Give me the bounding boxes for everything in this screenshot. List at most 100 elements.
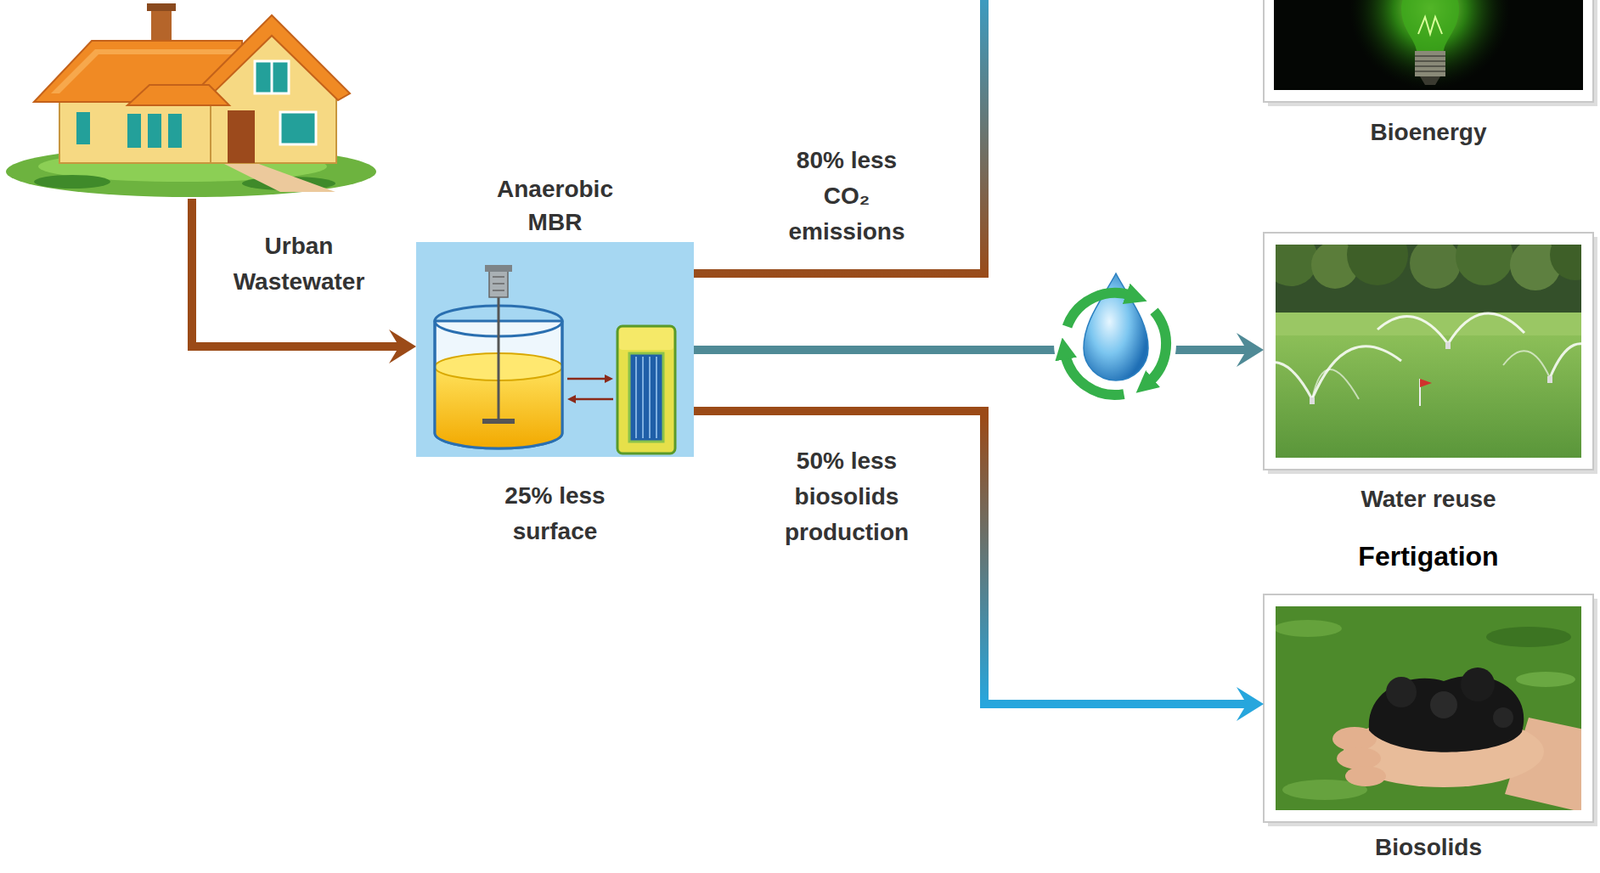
flow-connector xyxy=(693,0,1264,274)
reactor-illustration-part xyxy=(648,356,651,439)
recycle-icon-part xyxy=(1148,310,1167,384)
biosolids-photo-part-part xyxy=(1492,707,1514,728)
water-reuse-photo-part-part xyxy=(1419,378,1432,388)
biosolids-photo-part xyxy=(1263,594,1594,823)
biosolids-photo-part-part xyxy=(1275,619,1342,637)
biosolids-photo-part xyxy=(1267,598,1598,827)
water-reuse-photo-part-part xyxy=(1377,315,1448,344)
bioenergy-photo-part-part xyxy=(1419,76,1441,85)
reactor-illustration-part xyxy=(567,377,607,381)
reactor-illustration-part xyxy=(416,242,694,457)
biosolids-photo-part-part xyxy=(1486,626,1572,648)
bioenergy-photo-part-part xyxy=(1414,55,1446,57)
edge-label: 80% less CO₂ emissions xyxy=(774,142,919,250)
reactor-illustration-part xyxy=(567,394,576,404)
reactor-illustration-part xyxy=(642,356,644,439)
biosolids-photo-part-part xyxy=(1345,766,1386,787)
house-illustration-part xyxy=(280,112,316,145)
subtitle-text: Fertigation xyxy=(1263,539,1594,574)
biosolids-photo-part-part xyxy=(1385,676,1417,708)
edge-label: 50% less biosolids production xyxy=(774,443,919,551)
water-reuse-photo-part-part xyxy=(1346,244,1409,286)
water-reuse-photo-part-part xyxy=(1312,369,1359,400)
bioenergy-photo-part-part xyxy=(1401,0,1460,51)
bioenergy-photo-part-part xyxy=(1414,65,1446,68)
house-illustration-part xyxy=(168,113,182,148)
arrowhead xyxy=(1236,332,1264,367)
reactor-illustration-part xyxy=(619,327,674,350)
water-reuse-photo-part-part xyxy=(1309,397,1315,405)
reactor-illustration-part xyxy=(489,270,508,298)
water-reuse-photo xyxy=(1248,224,1600,474)
caption-stack: Biosolids xyxy=(1263,832,1594,862)
bioenergy-photo-part-part xyxy=(1349,0,1511,90)
water-reuse-photo-part-part xyxy=(1445,342,1451,350)
caption-stack: Water reuseFertigation xyxy=(1263,484,1594,574)
reactor-illustration-part xyxy=(635,356,637,439)
recycle-icon-part xyxy=(1064,352,1125,395)
house-illustration-part xyxy=(193,15,350,101)
caption-stack: 25% less surface xyxy=(483,478,628,550)
water-reuse-photo-part-part xyxy=(1549,244,1582,281)
bioenergy-photo-part-part xyxy=(1414,60,1446,62)
water-reuse-photo-part-part xyxy=(1547,376,1553,384)
house-illustration xyxy=(5,3,377,198)
water-reuse-photo-part-part xyxy=(1409,244,1461,289)
biosolids-photo-part-part xyxy=(1460,667,1495,702)
edge-label: Urban Wastewater xyxy=(222,228,376,300)
water-reuse-photo-part-part xyxy=(1549,343,1582,378)
house-illustration-part xyxy=(76,112,91,145)
connector-group xyxy=(191,0,1264,705)
biosolids-photo-part-part xyxy=(1369,676,1524,753)
reactor-box: Anaerobic MBR25% less surface xyxy=(416,242,694,457)
reactor-illustration xyxy=(416,242,694,457)
bioenergy-photo-part-part xyxy=(1414,50,1446,77)
house-illustration-part xyxy=(270,61,274,94)
flow-connector xyxy=(693,411,1249,705)
recycle-icon xyxy=(1053,273,1177,406)
water-reuse-photo-part xyxy=(1267,236,1598,474)
biosolids-photo-part xyxy=(1275,606,1582,811)
biosolids-photo-part-part xyxy=(1336,747,1381,770)
water-reuse-photo-part-part xyxy=(1275,335,1582,458)
node-caption: Anaerobic MBR xyxy=(483,172,628,239)
water-reuse-photo-part xyxy=(1275,244,1582,458)
photo-frame: Bioenergy xyxy=(1263,0,1594,102)
bioenergy-photo-part-part xyxy=(1418,16,1443,34)
reactor-illustration-part xyxy=(492,276,505,278)
bioenergy-photo-part-part xyxy=(1414,70,1446,73)
water-reuse-photo-part-part xyxy=(1312,346,1402,400)
arrowhead xyxy=(1236,687,1264,722)
arrowhead xyxy=(388,329,417,364)
reactor-illustration-part xyxy=(482,418,515,424)
water-reuse-photo-part-part xyxy=(1275,362,1313,400)
caption-stack: Bioenergy xyxy=(1263,117,1594,147)
reactor-illustration-part xyxy=(492,289,505,292)
house-illustration-part xyxy=(254,61,289,94)
house-illustration-part xyxy=(127,84,230,106)
reactor-illustration-part xyxy=(629,353,664,442)
flow-connector xyxy=(191,198,401,347)
house-illustration-part xyxy=(147,113,162,148)
biosolids-photo-part-part xyxy=(1515,671,1576,688)
bioenergy-photo-part xyxy=(1273,0,1584,91)
node-caption: Biosolids xyxy=(1263,832,1594,862)
house-illustration-part xyxy=(227,110,255,164)
water-reuse-photo-part xyxy=(1263,232,1594,470)
caption-stack: Anaerobic MBR xyxy=(483,172,628,239)
reactor-illustration-part xyxy=(655,356,658,439)
water-reuse-photo-part-part xyxy=(1447,313,1525,344)
reactor-illustration-part xyxy=(604,374,614,384)
reactor-illustration-part xyxy=(497,295,501,422)
photo-frame: Biosolids xyxy=(1263,594,1594,823)
house-illustration-part xyxy=(33,174,111,189)
reactor-illustration-part xyxy=(617,326,676,454)
house-node xyxy=(5,0,383,199)
house-illustration-part xyxy=(146,3,176,12)
